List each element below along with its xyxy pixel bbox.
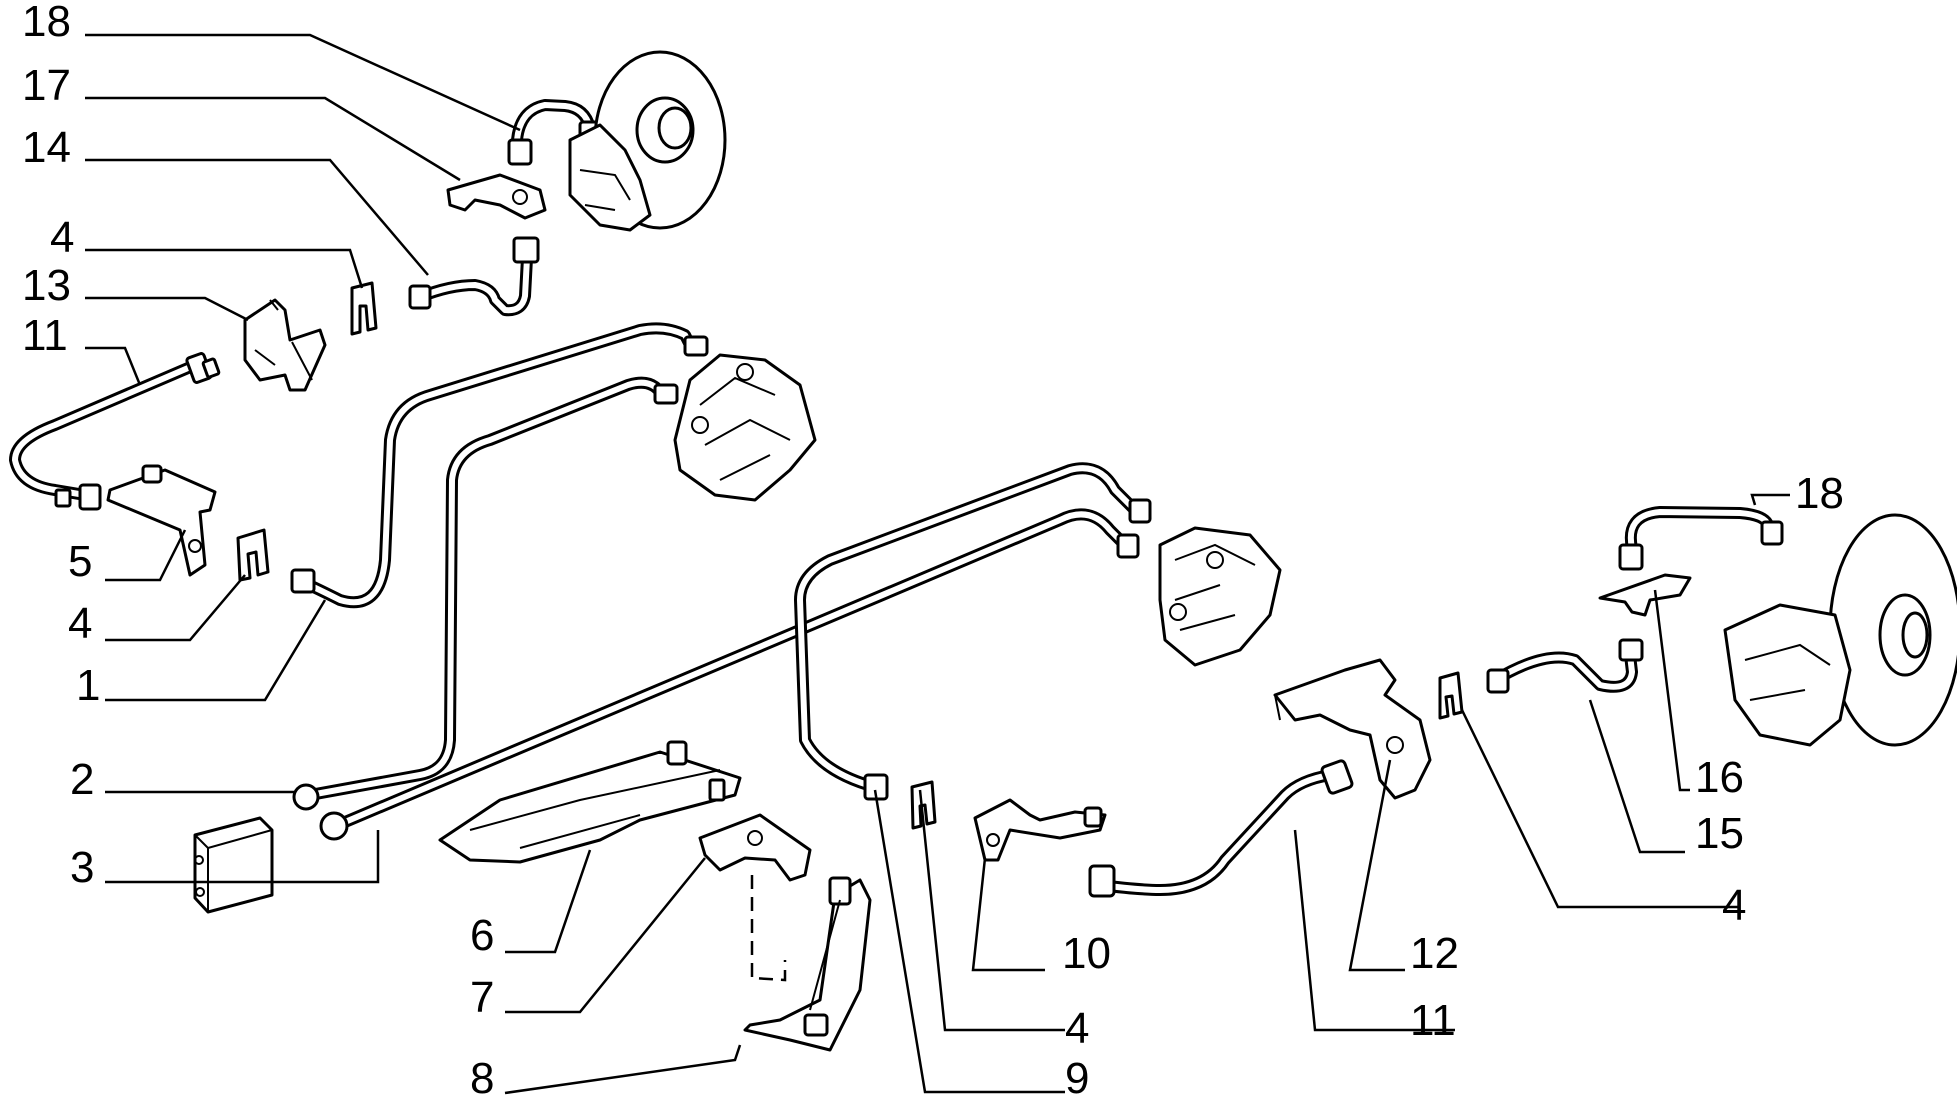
label-14: 14 bbox=[22, 123, 71, 172]
label-11-right: 11 bbox=[1410, 996, 1456, 1045]
caliper-front-left bbox=[673, 353, 817, 502]
pipe-18-top bbox=[511, 99, 596, 146]
label-1: 1 bbox=[76, 661, 100, 710]
bracket-16 bbox=[1598, 573, 1692, 617]
label-3: 3 bbox=[70, 843, 94, 892]
clip-4-center bbox=[910, 780, 937, 830]
pipe-18-right bbox=[1624, 506, 1774, 554]
bracket-10 bbox=[973, 798, 1107, 862]
label-12: 12 bbox=[1410, 929, 1459, 978]
label-10: 10 bbox=[1062, 929, 1111, 978]
caliper-front-right bbox=[1158, 526, 1282, 667]
clip-4-top bbox=[350, 281, 378, 336]
bracket-8 bbox=[743, 876, 872, 1052]
pipe-15 bbox=[1489, 649, 1638, 693]
pipe-1 bbox=[292, 322, 696, 609]
pipe-2 bbox=[304, 376, 666, 801]
bracket-5 bbox=[106, 464, 217, 577]
label-6: 6 bbox=[470, 911, 494, 960]
label-16: 16 bbox=[1695, 753, 1744, 802]
pipe-3 bbox=[332, 508, 1131, 831]
pipe-11-right bbox=[1094, 769, 1336, 896]
label-9: 9 bbox=[1065, 1054, 1089, 1099]
label-2: 2 bbox=[70, 755, 94, 804]
bracket-7 bbox=[698, 813, 812, 882]
label-4-top: 4 bbox=[50, 213, 74, 262]
pipe-14 bbox=[414, 252, 533, 317]
label-18-right: 18 bbox=[1795, 469, 1844, 518]
bracket-6 bbox=[438, 740, 742, 864]
pipe-11-left bbox=[9, 359, 201, 501]
clip-4-right bbox=[1438, 671, 1464, 720]
label-5: 5 bbox=[68, 537, 92, 586]
pipe-fittings bbox=[54, 120, 1784, 898]
label-4-left: 4 bbox=[68, 599, 92, 648]
label-7: 7 bbox=[470, 973, 494, 1022]
label-4-center: 4 bbox=[1065, 1004, 1089, 1053]
pipe-9 bbox=[794, 462, 1141, 791]
rear-disc-left bbox=[568, 50, 727, 232]
label-18-top: 18 bbox=[22, 0, 71, 46]
leader-lines bbox=[85, 33, 1790, 1095]
label-15: 15 bbox=[1695, 809, 1744, 858]
label-13: 13 bbox=[22, 261, 71, 310]
rear-disc-right bbox=[1723, 513, 1957, 747]
bracket-17 bbox=[446, 173, 547, 220]
label-17: 17 bbox=[22, 61, 71, 110]
label-11-left: 11 bbox=[22, 311, 68, 360]
clip-4-left bbox=[236, 528, 270, 582]
label-8: 8 bbox=[470, 1054, 494, 1099]
label-4-right: 4 bbox=[1722, 881, 1746, 930]
union-block-3 bbox=[193, 816, 274, 914]
part-labels: 18 17 14 4 13 11 5 4 1 2 3 6 7 8 9 4 10 … bbox=[22, 0, 1844, 1099]
bracket-13 bbox=[243, 298, 327, 392]
bracket-12 bbox=[1273, 658, 1432, 800]
